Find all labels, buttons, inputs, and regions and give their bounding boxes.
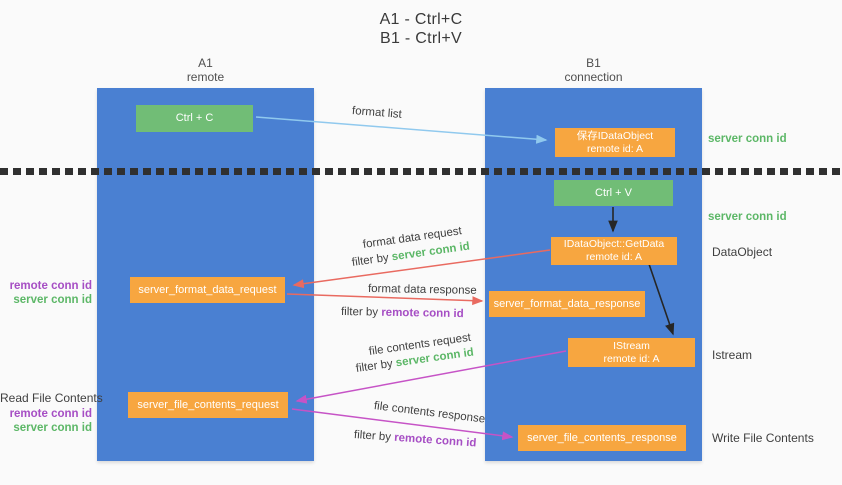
arrow-format-data-response xyxy=(286,293,484,306)
lifeline-b1-name: B1 xyxy=(586,56,601,70)
lifeline-a1-role: remote xyxy=(186,70,225,84)
node-istream-line2: remote id: A xyxy=(603,352,660,365)
label-server-conn-id-right-2: server conn id xyxy=(708,211,787,223)
title-line-2: B1 - Ctrl+V xyxy=(380,30,462,47)
arrow-label-format-data-response-filter: filter by remote conn id xyxy=(340,306,464,321)
label-server-conn-id-left-1: server conn id xyxy=(13,294,92,306)
label-remote-conn-id-left-2: remote conn id xyxy=(9,408,92,420)
label-group-read-file: Read File Contents remote conn id server… xyxy=(0,391,103,435)
label-write-file-contents: Write File Contents xyxy=(712,431,814,445)
node-istream-line1: IStream xyxy=(613,339,650,352)
node-server-format-data-response: server_format_data_response xyxy=(489,291,645,317)
node-ctrl-v: Ctrl + V xyxy=(554,180,673,206)
arrow-getdata-to-istream xyxy=(648,263,675,336)
diagram-title: A1 - Ctrl+C B1 - Ctrl+V xyxy=(0,10,842,48)
title-line-1: A1 - Ctrl+C xyxy=(379,11,463,28)
arrow-format-list xyxy=(255,116,548,144)
lifeline-b1-role: connection xyxy=(564,70,623,84)
node-istream: IStream remote id: A xyxy=(568,338,695,367)
node-server-format-data-request: server_format_data_request xyxy=(130,277,285,303)
arrow-format-data-request xyxy=(292,249,551,289)
node-save-idataobject: 保存IDataObject remote id: A xyxy=(555,128,675,157)
label-dataobject: DataObject xyxy=(712,245,773,259)
label-group-conn-ids-left: remote conn id server conn id xyxy=(0,279,92,307)
lifeline-a1-name: A1 xyxy=(198,56,213,70)
node-getdata-line2: remote id: A xyxy=(585,251,643,263)
lifeline-header-a1: A1 remote xyxy=(97,56,314,84)
arrow-file-contents-request xyxy=(295,350,567,404)
node-server-file-contents-response: server_file_contents_response xyxy=(518,425,686,451)
node-save-idataobject-line2: remote id: A xyxy=(586,142,644,155)
arrow-file-contents-response xyxy=(291,408,514,441)
label-read-file-contents: Read File Contents xyxy=(0,391,103,405)
node-server-file-contents-request: server_file_contents_request xyxy=(128,392,288,418)
label-server-conn-id-left-2: server conn id xyxy=(13,422,92,434)
label-istream: Istream xyxy=(712,348,753,362)
label-server-conn-id-right-1: server conn id xyxy=(708,133,787,145)
node-save-idataobject-line1: 保存IDataObject xyxy=(576,129,654,142)
dashed-divider-line xyxy=(0,168,842,175)
label-remote-conn-id-left-1: remote conn id xyxy=(9,280,92,292)
node-getdata-line1: IDataObject::GetData xyxy=(563,238,665,250)
node-idataobject-getdata: IDataObject::GetData remote id: A xyxy=(551,237,677,265)
node-ctrl-c: Ctrl + C xyxy=(136,105,253,132)
arrow-label-format-data-response: format data response xyxy=(367,283,477,297)
lifeline-header-b1: B1 connection xyxy=(485,56,702,84)
